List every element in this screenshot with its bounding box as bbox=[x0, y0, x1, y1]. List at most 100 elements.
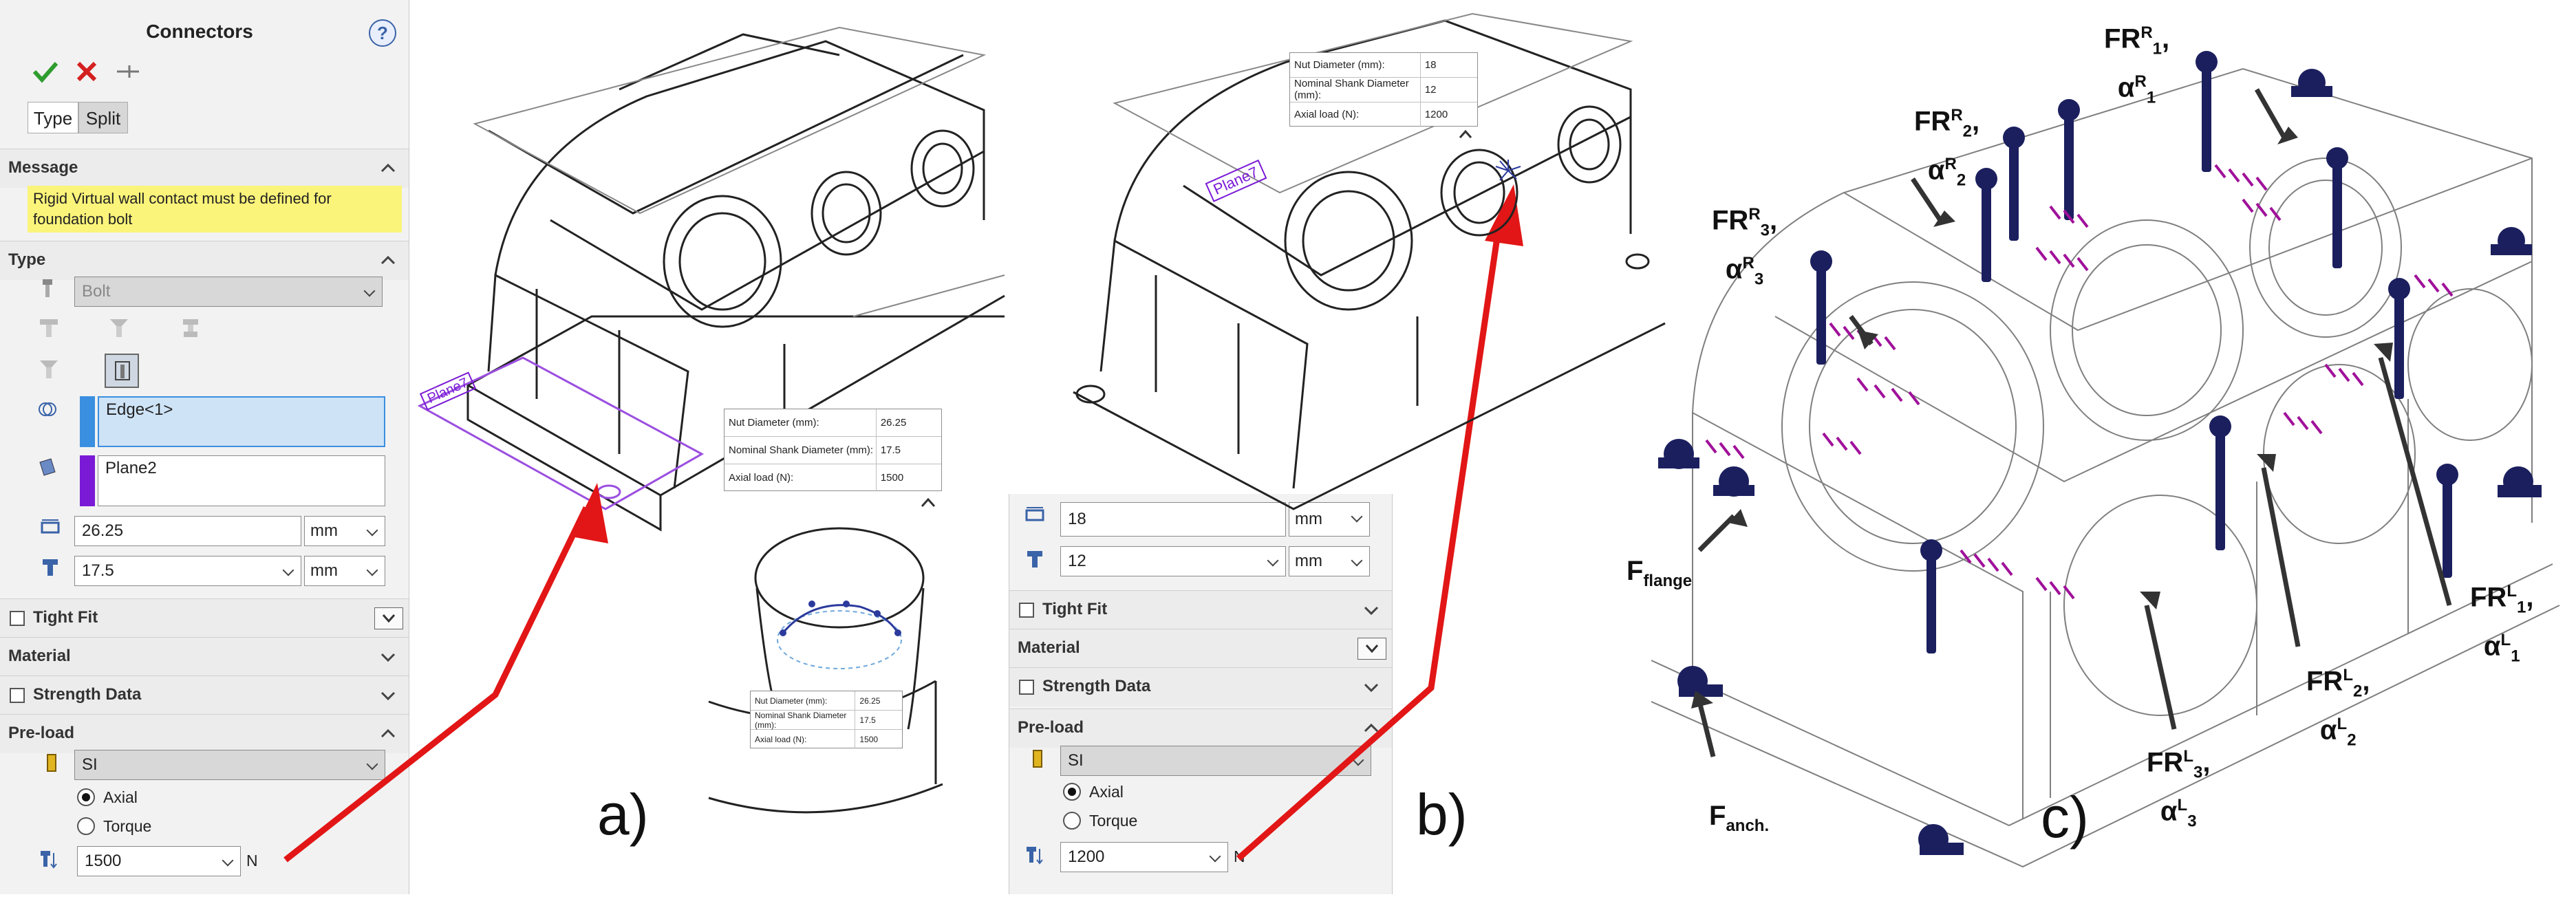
bolt-info-callout-b: Nut Diameter (mm):18 Nominal Shank Diame… bbox=[1289, 52, 1478, 127]
preload-value-input-b[interactable]: 1200 bbox=[1060, 842, 1228, 872]
label-sub: 1 bbox=[2517, 598, 2526, 617]
preload-value-b: 1200 bbox=[1068, 847, 1105, 866]
chevron-up-icon bbox=[380, 255, 396, 265]
axial-label: Axial bbox=[103, 788, 138, 806]
tight-fit-label: Tight Fit bbox=[33, 608, 98, 627]
unit-system-select[interactable]: SI bbox=[74, 750, 385, 780]
strength-data-checkbox-b[interactable] bbox=[1019, 680, 1034, 695]
type-section-header[interactable]: Type bbox=[0, 241, 409, 280]
tab-split[interactable]: Split bbox=[78, 102, 128, 133]
preload-section-header[interactable]: Pre-load bbox=[0, 714, 409, 753]
nut-diameter-unit-b: mm bbox=[1295, 510, 1322, 528]
chevron-down-icon bbox=[380, 691, 396, 701]
preload-force-icon bbox=[41, 851, 57, 869]
tight-fit-expand-button[interactable] bbox=[374, 607, 403, 629]
edge-selection-box[interactable]: Edge<1> bbox=[98, 396, 385, 447]
message-text: Rigid Virtual wall contact must be defin… bbox=[33, 190, 332, 228]
strength-section-header-b[interactable]: Strength Data bbox=[1009, 667, 1392, 706]
gearbox-model-c bbox=[1651, 51, 2560, 868]
nut-diameter-unit-select[interactable]: mm bbox=[304, 516, 385, 546]
callout-key: Nominal Shank Diameter (mm): bbox=[1290, 77, 1421, 102]
shank-diameter-unit-select-b[interactable]: mm bbox=[1289, 546, 1370, 576]
tab-type[interactable]: Type bbox=[28, 102, 78, 133]
unit-system-value: SI bbox=[82, 755, 98, 774]
label-fflange: Fflange bbox=[1627, 556, 1692, 591]
plane-selection-box[interactable]: Plane2 bbox=[98, 455, 385, 506]
label-sub: 1 bbox=[2511, 647, 2520, 666]
strength-section-header[interactable]: Strength Data bbox=[0, 675, 409, 715]
preload-header: Pre-load bbox=[8, 724, 75, 742]
label-sup: R bbox=[1951, 106, 1963, 125]
axial-radio-b[interactable] bbox=[1063, 783, 1081, 801]
callout-row: Axial load (N):1500 bbox=[751, 730, 902, 749]
tight-fit-section-header-b[interactable]: Tight Fit bbox=[1009, 590, 1392, 629]
torque-radio-b[interactable] bbox=[1063, 812, 1081, 830]
label-fanch: Fanch. bbox=[1709, 801, 1769, 836]
figure-label-c: c) bbox=[2041, 785, 2089, 850]
shank-diameter-icon bbox=[1027, 551, 1042, 568]
callout-value: 12 bbox=[1424, 83, 1437, 96]
label-sup: R bbox=[1742, 254, 1754, 273]
nut-diameter-value: 26.25 bbox=[82, 521, 124, 540]
help-icon[interactable]: ? bbox=[369, 19, 396, 47]
shank-diameter-input[interactable]: 17.5 bbox=[74, 556, 301, 586]
label-sup: R bbox=[2134, 72, 2147, 91]
preload-value-input[interactable]: 1500 bbox=[77, 846, 241, 876]
tight-fit-checkbox[interactable] bbox=[10, 611, 25, 626]
axial-radio[interactable] bbox=[77, 788, 95, 806]
torque-radio[interactable] bbox=[77, 817, 95, 835]
material-expand-button[interactable] bbox=[1357, 638, 1386, 660]
plane-color-swatch bbox=[80, 455, 95, 506]
label-sup: R bbox=[1748, 205, 1761, 224]
callout-row: Nominal Shank Diameter (mm):17.5 bbox=[724, 436, 941, 464]
label-sub: 2 bbox=[1962, 122, 1973, 141]
label-base: FR bbox=[2470, 582, 2507, 613]
connector-type-select[interactable]: Bolt bbox=[74, 277, 383, 307]
nut-diameter-input[interactable]: 26.25 bbox=[74, 516, 301, 546]
nut-bolt-icon[interactable] bbox=[180, 318, 201, 338]
nut-diameter-input-b[interactable]: 18 bbox=[1060, 502, 1286, 537]
label-sub: 3 bbox=[2187, 812, 2197, 831]
material-section-header-b[interactable]: Material bbox=[1009, 629, 1392, 668]
cancel-icon[interactable] bbox=[76, 61, 98, 83]
nut-diameter-unit-select-b[interactable]: mm bbox=[1289, 502, 1370, 537]
preload-section-header-b[interactable]: Pre-load bbox=[1009, 709, 1392, 748]
bolt-type-icon bbox=[43, 279, 52, 297]
callout-row: Nominal Shank Diameter (mm):12 bbox=[1290, 77, 1477, 102]
strength-data-checkbox[interactable] bbox=[10, 688, 25, 703]
label-sup: R bbox=[2140, 23, 2153, 42]
edge-selection-value: Edge<1> bbox=[106, 400, 173, 419]
tight-fit-section-header[interactable]: Tight Fit bbox=[0, 598, 409, 638]
preload-unit: N bbox=[246, 852, 258, 869]
bolt-info-callout-a: Nut Diameter (mm):26.25 Nominal Shank Di… bbox=[724, 409, 942, 491]
tab-split-label: Split bbox=[85, 108, 121, 129]
callout-value: 26.25 bbox=[859, 695, 881, 706]
chevron-down-icon bbox=[1364, 606, 1379, 616]
shank-diameter-unit-select[interactable]: mm bbox=[304, 556, 385, 586]
chevron-down-icon bbox=[382, 614, 396, 623]
message-section-header[interactable]: Message bbox=[0, 149, 409, 188]
bolt-head-icon[interactable] bbox=[39, 318, 59, 338]
foundation-bolt-button[interactable] bbox=[105, 354, 139, 388]
label-sup: L bbox=[2177, 796, 2188, 815]
countersunk-nut-icon[interactable] bbox=[39, 359, 59, 380]
callout-value: 26.25 bbox=[880, 416, 907, 429]
shank-diameter-input-b[interactable]: 12 bbox=[1060, 546, 1286, 576]
label-base: FR bbox=[2306, 666, 2343, 697]
callout-key: Nut Diameter (mm): bbox=[724, 409, 877, 436]
chevron-down-icon bbox=[380, 653, 396, 662]
callout-row: Nut Diameter (mm):26.25 bbox=[724, 409, 941, 437]
pin-icon[interactable] bbox=[116, 63, 140, 80]
axial-label-b: Axial bbox=[1089, 783, 1124, 801]
label-sup: L bbox=[2343, 666, 2353, 684]
connector-type-value: Bolt bbox=[82, 282, 111, 301]
accept-icon[interactable] bbox=[32, 59, 59, 84]
label-sub: 1 bbox=[2152, 39, 2162, 58]
material-section-header[interactable]: Material bbox=[0, 637, 409, 676]
countersunk-bolt-icon[interactable] bbox=[109, 318, 129, 338]
chevron-up-icon[interactable] bbox=[921, 497, 936, 508]
plane-selection-icon bbox=[39, 458, 56, 476]
tight-fit-checkbox-b[interactable] bbox=[1019, 603, 1034, 618]
unit-system-select-b[interactable]: SI bbox=[1060, 746, 1371, 776]
chevron-up-icon[interactable] bbox=[1459, 129, 1472, 139]
